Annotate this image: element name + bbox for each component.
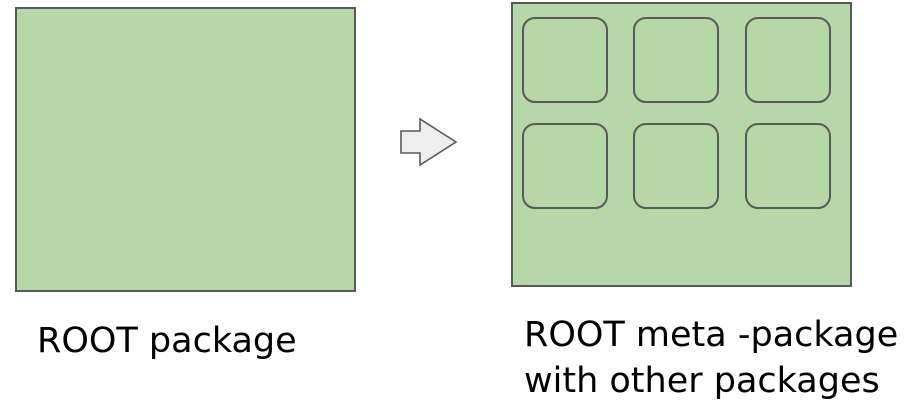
root-package-label: ROOT package <box>37 321 297 361</box>
root-meta-package-label: ROOT meta -package with other packages <box>524 312 898 404</box>
sub-package-box <box>522 123 608 209</box>
sub-package-box <box>633 17 719 103</box>
sub-package-box <box>633 123 719 209</box>
sub-package-box <box>745 123 831 209</box>
meta-package-label-line2: with other packages <box>524 361 880 401</box>
sub-package-box <box>522 17 608 103</box>
right-arrow-icon <box>400 117 458 167</box>
root-package-box <box>15 7 356 292</box>
meta-package-label-line1: ROOT meta -package <box>524 315 899 355</box>
sub-package-box <box>745 17 831 103</box>
root-meta-package-box <box>511 2 852 287</box>
